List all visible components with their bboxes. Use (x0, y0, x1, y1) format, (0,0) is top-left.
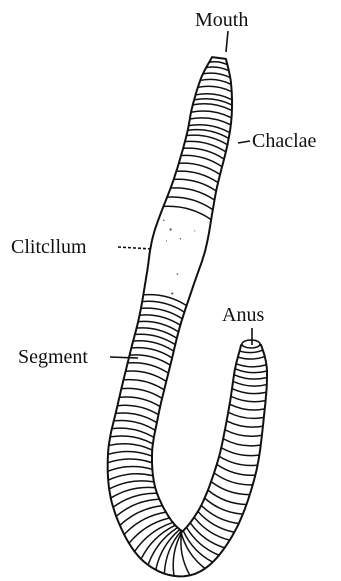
clitellum-dot (180, 238, 181, 239)
clitellum-label: Clitcllum (11, 236, 87, 258)
segment-label: Segment (18, 346, 88, 368)
mouth-label: Mouth (195, 9, 248, 31)
chaetae-pointer (238, 141, 250, 143)
anus-end (242, 340, 260, 348)
clitellum-dot (177, 273, 178, 274)
chaetae-label: Chaclae (252, 130, 316, 152)
mouth-pointer (226, 31, 228, 52)
anus-label: Anus (222, 304, 264, 326)
clitellum-dot (171, 292, 173, 294)
anus-opening (242, 340, 260, 348)
clitellum-dot (170, 228, 172, 230)
clitellum-dot (194, 230, 195, 231)
clitellum-pointer (118, 247, 152, 249)
segment-pointer (110, 357, 138, 358)
clitellum-dot (166, 241, 167, 242)
clitellum-dot (163, 220, 164, 221)
